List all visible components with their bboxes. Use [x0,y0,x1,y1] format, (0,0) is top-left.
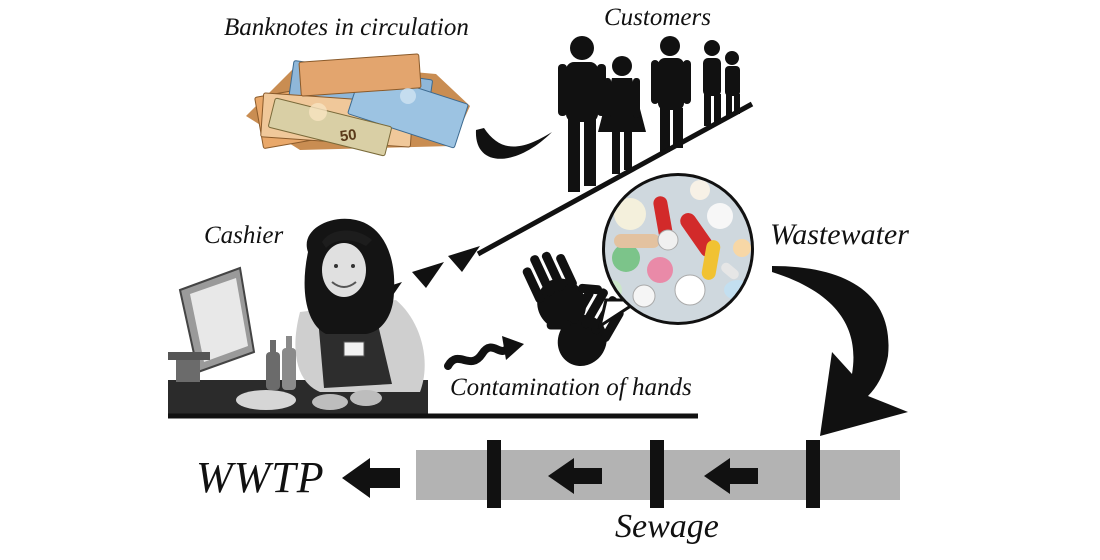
wwtp-label: WWTP [196,453,325,502]
people-queue-icon [558,36,740,192]
banknote-value: 50 [339,126,358,145]
banknotes-label: Banknotes in circulation [224,14,469,41]
customers-label: Customers [604,4,711,31]
sewage-label: Sewage [615,508,719,545]
cashier-label: Cashier [204,222,284,249]
curved-arrow-icon [772,266,908,436]
banknote-pile-icon: 50 [246,53,470,157]
cashier-woman-icon [168,218,698,419]
squiggle-arrow-icon [444,336,524,370]
queue-line [476,101,754,257]
swoosh-arrow-icon [475,128,552,159]
pills-circle-icon [597,173,754,330]
contamination-label: Contamination of hands [450,374,692,401]
wastewater-label: Wastewater [770,218,909,251]
sewage-pipe-icon [342,440,900,508]
